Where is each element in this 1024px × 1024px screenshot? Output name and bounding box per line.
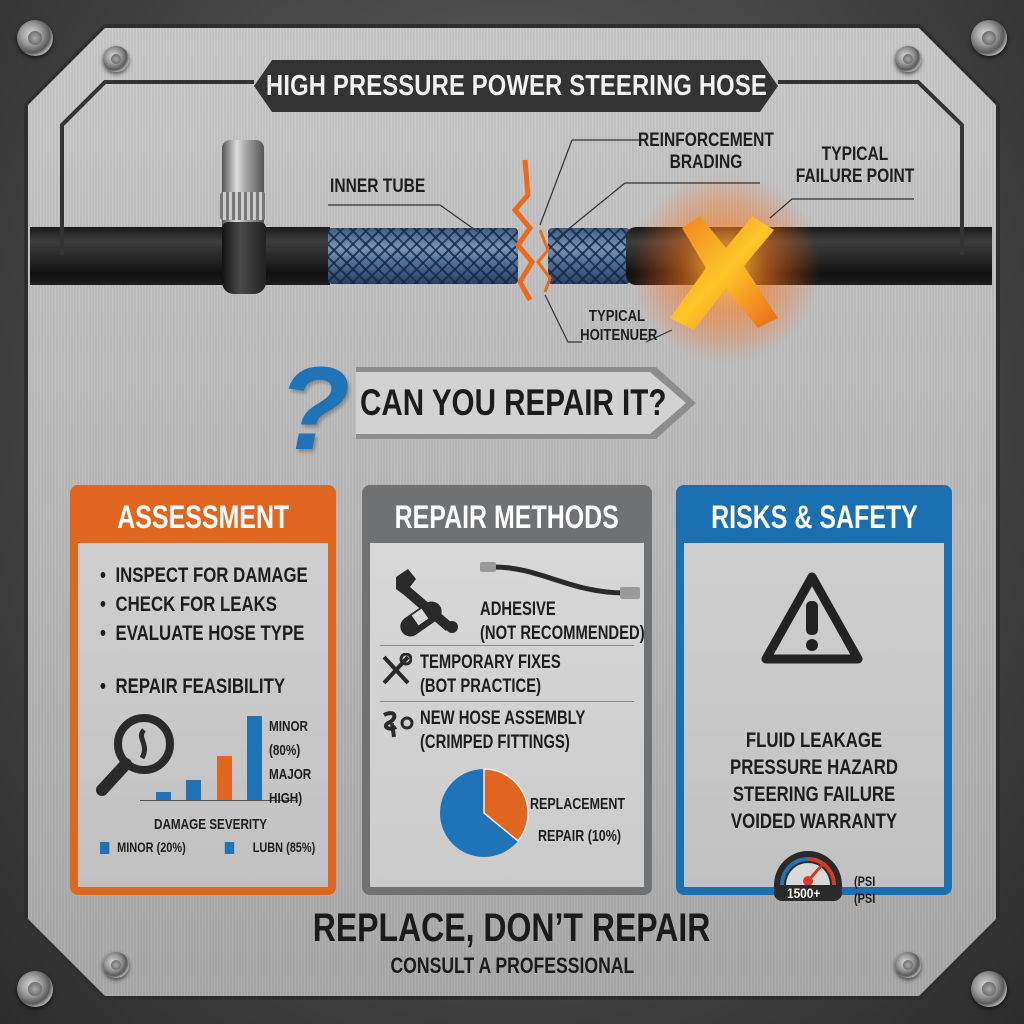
list-item: INSPECT FOR DAMAGE (100, 561, 307, 590)
question-text: CAN YOU REPAIR IT? (360, 382, 667, 423)
chart-legend: MINOR (20%) LUBN (85%) (100, 835, 315, 859)
callout-lower: TYPICAL HOITENUER (580, 308, 658, 344)
list-item: REPAIR FEASIBILITY (100, 672, 308, 701)
page-title: HIGH PRESSURE POWER STEERING HOSE (265, 69, 767, 102)
corner-screw-icon (971, 20, 1007, 56)
method-new-hose: NEW HOSE ASSEMBLY (CRIMPED FITTINGS) (420, 708, 586, 753)
hose-illustration-icon (480, 562, 640, 599)
repair-methods-panel: REPAIR METHODS ADHESIVE (NOT RECOMMENDED… (362, 485, 652, 895)
corner-screw-icon (17, 971, 53, 1007)
risks-title: RISKS & SAFETY (710, 498, 918, 535)
pie-label-repair: REPAIR (10%) (538, 828, 621, 845)
risks-safety-panel: RISKS & SAFETY FLUID LEAKAGE PRESSURE HA… (676, 485, 952, 906)
pressure-gauge-icon (774, 851, 842, 901)
chart-caption: DAMAGE SEVERITY (154, 816, 268, 833)
callout-inner-tube: INNER TUBE (330, 176, 426, 197)
hose-assembly-icon (383, 711, 414, 738)
magnifying-glass-icon (96, 714, 174, 796)
list-item: PRESSURE HAZARD (729, 756, 899, 779)
chart-side-labels: MINOR (80%) MAJOR HIGH) (269, 718, 312, 807)
list-item: CHECK FOR LEAKS (100, 590, 308, 619)
callout-reinforcement: REINFORCEMENT BRADING (638, 130, 774, 173)
plate-screw-icon (895, 46, 921, 72)
question-mark-icon: ? (278, 343, 351, 475)
question-banner: CAN YOU REPAIR IT? (356, 372, 686, 434)
plate-screw-icon (895, 952, 921, 978)
corner-screw-icon (17, 20, 53, 56)
gauge-value: 1500+ (786, 885, 821, 901)
bar (156, 792, 171, 800)
footer-headline: REPLACE, DON’T REPAIR (313, 906, 711, 950)
repair-title: REPAIR METHODS (394, 498, 620, 535)
legend-swatch (100, 842, 110, 855)
plate-screw-icon (103, 46, 129, 72)
braided-section-right (548, 228, 630, 284)
bar (186, 780, 201, 800)
bar (217, 756, 232, 800)
list-item: STEERING FAILURE (732, 783, 896, 806)
warning-triangle-icon (761, 572, 863, 664)
hose-left (30, 227, 330, 285)
callout-failure-point: TYPICAL FAILURE POINT (795, 144, 915, 187)
list-item: EVALUATE HOSE TYPE (100, 619, 308, 648)
bar (247, 716, 262, 800)
gauge-unit: (PSI (PSI (854, 873, 876, 906)
repair-pie-chart (440, 768, 529, 857)
corner-screw-icon (971, 971, 1007, 1007)
title-banner: HIGH PRESSURE POWER STEERING HOSE (254, 60, 778, 112)
list-item: FLUID LEAKAGE (745, 729, 883, 752)
assessment-title: ASSESSMENT (117, 498, 289, 535)
severity-bar-chart (140, 708, 298, 801)
plate-screw-icon (103, 952, 129, 978)
hose-right (626, 227, 992, 285)
method-adhesive: ADHESIVE (NOT RECOMMENDED) (480, 599, 645, 644)
footer-subline: CONSULT A PROFESSIONAL (390, 953, 634, 978)
divider (380, 701, 634, 702)
assessment-bullets: INSPECT FOR DAMAGE CHECK FOR LEAKS EVALU… (100, 561, 360, 701)
list-item: VOIDED WARRANTY (730, 810, 898, 833)
pie-label-replacement: REPLACEMENT (530, 796, 625, 813)
risk-list: FLUID LEAKAGE PRESSURE HAZARD STEERING F… (684, 727, 944, 835)
assessment-panel: ASSESSMENT INSPECT FOR DAMAGE CHECK FOR … (70, 485, 336, 895)
method-temporary-fixes: TEMPORARY FIXES (BOT PRACTICE) (420, 652, 561, 697)
legend-swatch (224, 842, 235, 855)
divider (380, 645, 634, 646)
wrench-bandage-icon (396, 569, 458, 637)
tools-cross-icon (382, 653, 412, 685)
hose-joint (222, 222, 266, 294)
braided-section-left (328, 228, 518, 284)
metal-fitting-icon (220, 140, 266, 230)
